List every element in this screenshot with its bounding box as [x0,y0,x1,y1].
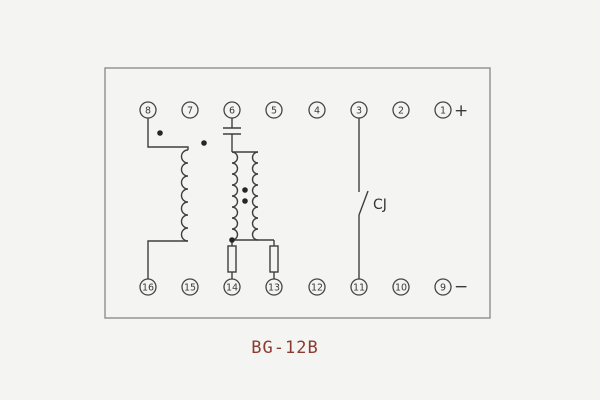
terminal-top-1: 1 [434,101,452,119]
terminal-top-7: 7 [181,101,199,119]
wire-terminal8-to-coil [147,118,189,150]
terminal-ring [434,101,452,119]
terminal-number: 4 [314,106,320,117]
terminal-number: 11 [353,283,365,294]
terminal-ring [181,101,199,119]
terminal-bottom-14: 14 [223,278,241,296]
contact-label: CJ [373,197,387,213]
terminal-ring [181,278,199,296]
terminal-top-3: 3 [350,101,368,119]
terminal-bottom-11: 11 [350,278,368,296]
terminal-number: 1 [440,106,446,117]
terminal-ring [392,278,410,296]
terminal-number: 5 [271,106,277,117]
terminal-number: 10 [395,283,407,294]
schematic-border [104,67,491,319]
terminal-ring [434,278,452,296]
wire-coil-to-terminal16 [147,240,188,279]
terminal-number: 7 [187,106,193,117]
resistor-right [269,245,279,273]
terminal-ring [308,278,326,296]
contact-blade [358,190,369,216]
terminal-number: 16 [142,283,154,294]
resistor-left [227,245,237,273]
terminal-number: 15 [184,283,196,294]
terminal-top-8: 8 [139,101,157,119]
terminal-top-2: 2 [392,101,410,119]
left-coil-winding [180,149,189,242]
terminal-ring [265,101,283,119]
junction-dot [229,237,235,243]
terminal-bottom-15: 15 [181,278,199,296]
terminal-number: 9 [440,283,446,294]
terminal-number: 13 [268,283,280,294]
terminal-bottom-16: 16 [139,278,157,296]
terminal-bottom-12: 12 [308,278,326,296]
terminal-top-6: 6 [223,101,241,119]
terminal-number: 6 [229,106,235,117]
terminal-ring [392,101,410,119]
terminal-number: 8 [145,106,151,117]
terminal-top-5: 5 [265,101,283,119]
terminal-bottom-13: 13 [265,278,283,296]
capacitor-symbol [223,127,241,135]
polarity-dot [242,198,248,204]
middle-left-winding [231,151,239,241]
terminal-number: 2 [398,106,404,117]
polarity-dot [201,140,207,146]
terminal-bottom-10: 10 [392,278,410,296]
terminal-number: 3 [356,106,362,117]
terminal-ring [308,101,326,119]
polarity-dot [157,130,163,136]
terminal-top-4: 4 [308,101,326,119]
terminal-bottom-9: 9 [434,278,452,296]
diagram-title: BG-12B [251,338,318,358]
middle-right-winding [251,151,259,241]
polarity-dot [242,187,248,193]
minus-sign: − [454,277,468,297]
terminal-number: 14 [226,283,238,294]
terminal-number: 12 [311,283,323,294]
plus-sign: + [454,101,468,121]
